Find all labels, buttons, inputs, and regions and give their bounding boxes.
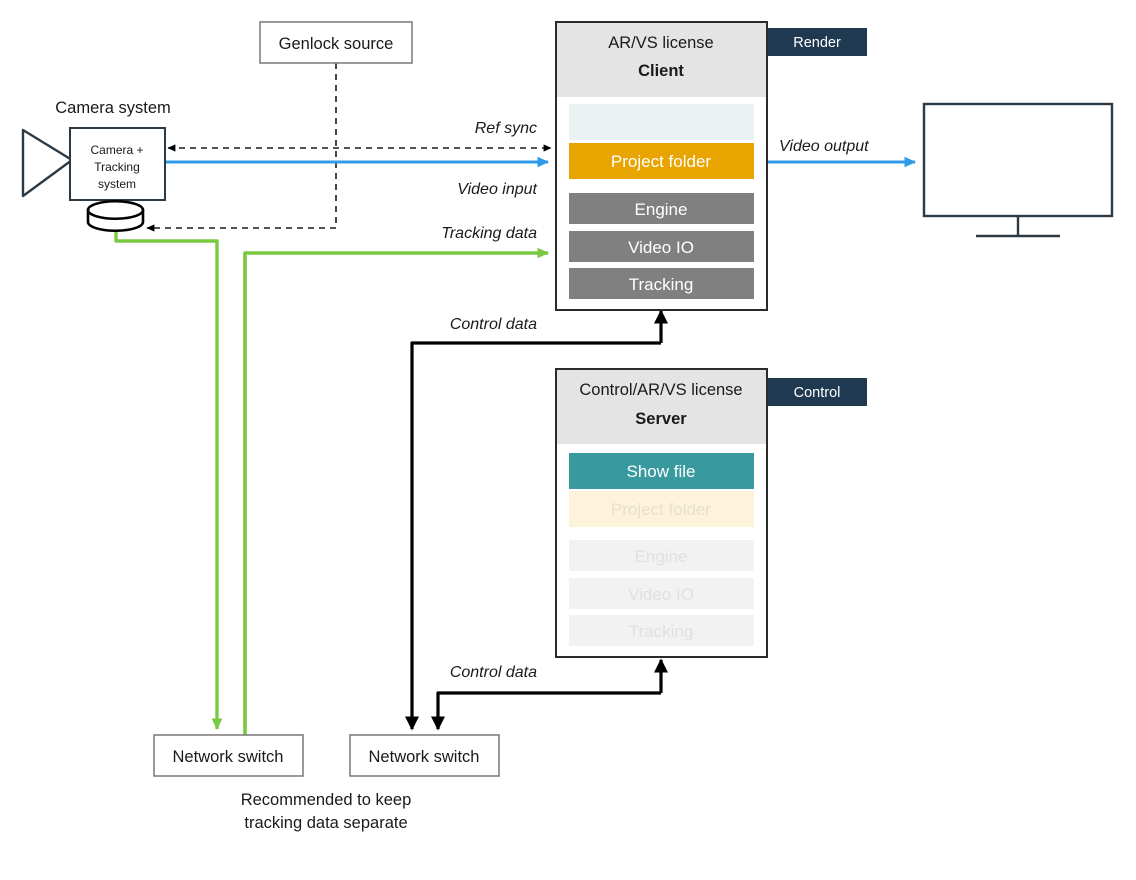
client-slot-2[interactable] bbox=[569, 193, 754, 224]
tracking-sensor-top-icon bbox=[86, 209, 145, 221]
server-badge bbox=[768, 378, 867, 406]
client-slot-0[interactable] bbox=[569, 104, 754, 140]
server-header-line2: Server bbox=[635, 410, 687, 428]
monitor-node bbox=[922, 102, 1114, 238]
server-badge-label: Control bbox=[794, 385, 841, 401]
camera-body-box bbox=[69, 127, 166, 201]
network-switch-right-node[interactable] bbox=[349, 734, 500, 777]
server-node[interactable] bbox=[555, 368, 768, 658]
edge-control-data-bottom bbox=[431, 658, 668, 731]
edge-genlock-trunk bbox=[146, 63, 337, 232]
client-slot-1[interactable] bbox=[569, 143, 754, 179]
camera-box-line2: Tracking bbox=[94, 160, 140, 174]
server-slot-4-label: Tracking bbox=[629, 622, 694, 641]
camera-box-line3: system bbox=[98, 177, 136, 191]
edge-control-data-top bbox=[405, 309, 668, 731]
server-slot-1[interactable] bbox=[569, 491, 754, 527]
client-slot-2-label: Engine bbox=[635, 200, 688, 219]
network-switch-left-node[interactable] bbox=[153, 734, 304, 777]
caption-line2: tracking data separate bbox=[244, 814, 407, 832]
client-slot-4-label: Tracking bbox=[629, 275, 694, 294]
camera-lens-icon bbox=[21, 128, 74, 198]
edge-label-control-data-bottom: Control data bbox=[450, 664, 537, 681]
camera-system-group bbox=[21, 127, 166, 233]
edge-label-video-input: Video input bbox=[457, 181, 537, 198]
edge-label-tracking-data: Tracking data bbox=[441, 225, 537, 242]
client-slot-3[interactable] bbox=[569, 231, 754, 262]
server-slot-3-label: Video IO bbox=[628, 585, 694, 604]
server-slot-4[interactable] bbox=[569, 615, 754, 646]
caption-line1: Recommended to keep bbox=[241, 791, 412, 809]
client-slot-1-label: Project folder bbox=[611, 152, 711, 171]
client-slot-3-label: Video IO bbox=[628, 238, 694, 257]
server-slot-0-label: Show file bbox=[627, 462, 696, 481]
server-slot-0[interactable] bbox=[569, 453, 754, 489]
client-slot-4[interactable] bbox=[569, 268, 754, 299]
server-slot-2[interactable] bbox=[569, 540, 754, 571]
edge-camera-to-switch bbox=[114, 223, 223, 730]
client-badge bbox=[768, 28, 867, 56]
client-header-line2: Client bbox=[638, 62, 684, 80]
edge-label-control-data-top: Control data bbox=[450, 316, 537, 333]
genlock-source-node[interactable] bbox=[259, 21, 413, 64]
client-node[interactable] bbox=[555, 21, 768, 311]
client-header-line1: AR/VS license bbox=[608, 34, 713, 52]
server-slot-2-label: Engine bbox=[635, 547, 688, 566]
camera-box-line1: Camera + bbox=[90, 143, 143, 157]
edge-label-video-output: Video output bbox=[779, 138, 869, 155]
network-switch-left-label: Network switch bbox=[173, 748, 284, 766]
server-slot-3[interactable] bbox=[569, 578, 754, 609]
edge-label-ref-sync: Ref sync bbox=[475, 120, 537, 137]
server-header-line1: Control/AR/VS license bbox=[579, 381, 742, 399]
camera-system-title: Camera system bbox=[55, 99, 171, 117]
server-slot-1-label: Project folder bbox=[611, 500, 711, 519]
client-badge-label: Render bbox=[793, 35, 841, 51]
network-switch-right-label: Network switch bbox=[369, 748, 480, 766]
genlock-source-label: Genlock source bbox=[279, 35, 394, 53]
